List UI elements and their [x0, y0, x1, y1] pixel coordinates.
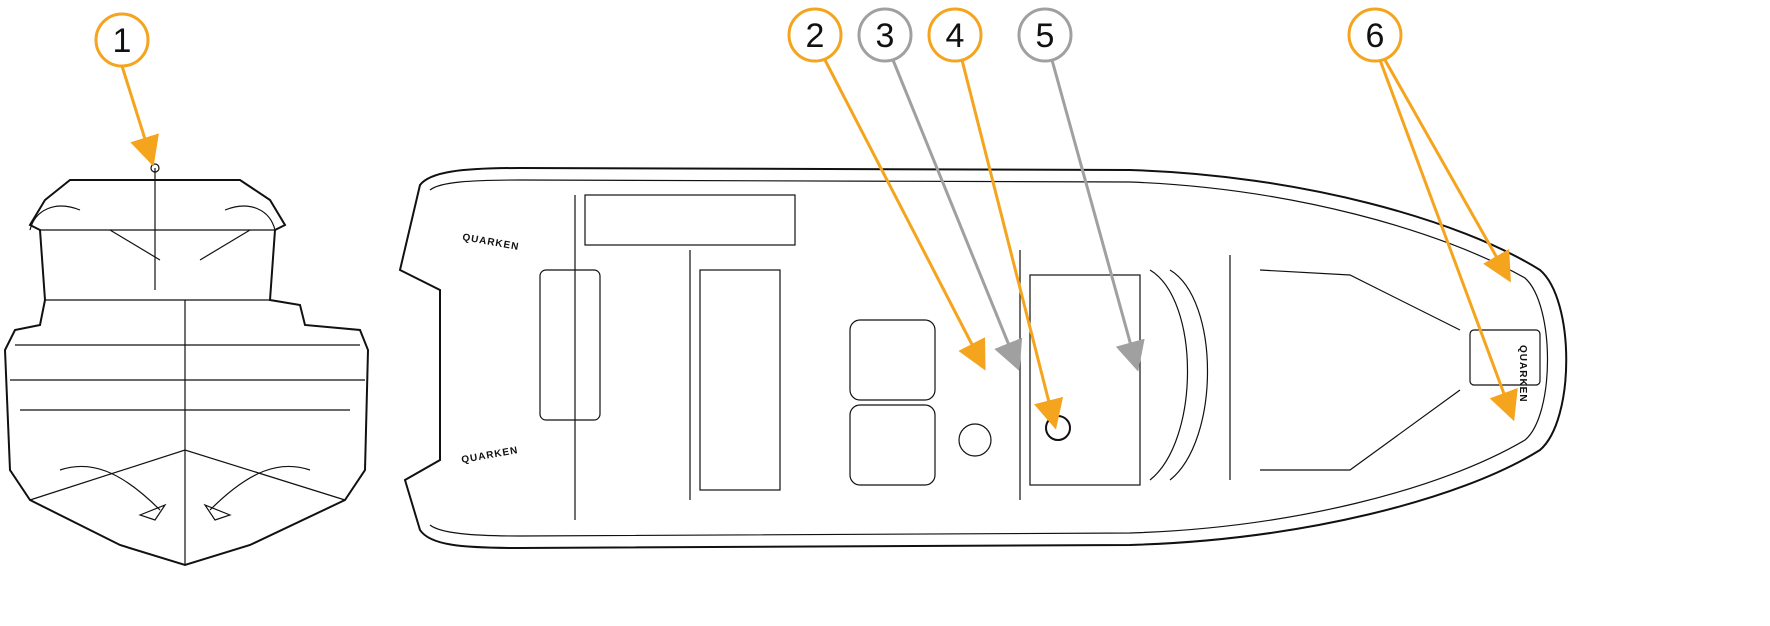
callout-4: 4	[927, 7, 983, 63]
callout-number: 3	[876, 17, 895, 55]
callout-leaders	[120, 59, 1518, 430]
callout-5: 5	[1017, 7, 1073, 63]
callout-number: 5	[1036, 17, 1055, 55]
brand-mark-2: QUARKEN	[461, 445, 520, 466]
leader-4	[960, 59, 1064, 430]
boat-front-view	[3, 163, 370, 567]
brand-mark-3: QUARKEN	[1517, 345, 1528, 403]
leader-5	[1050, 59, 1145, 372]
callout-number: 1	[113, 22, 132, 60]
brand-mark-1: QUARKEN	[461, 232, 520, 253]
callout-number: 6	[1366, 17, 1385, 55]
boat-top-view: QUARKEN QUARKEN QUARKEN	[398, 166, 1568, 550]
callout-3: 3	[857, 7, 913, 63]
callout-2: 2	[787, 7, 843, 63]
callout-1: 1	[94, 12, 150, 68]
callout-number: 4	[946, 17, 965, 55]
leader-6a	[1383, 59, 1511, 283]
leader-3	[891, 59, 1023, 372]
leader-6b	[1378, 59, 1518, 422]
leader-1	[120, 65, 159, 167]
callout-6: 6	[1347, 7, 1403, 63]
leader-2	[823, 59, 986, 371]
callout-number: 2	[806, 17, 825, 55]
